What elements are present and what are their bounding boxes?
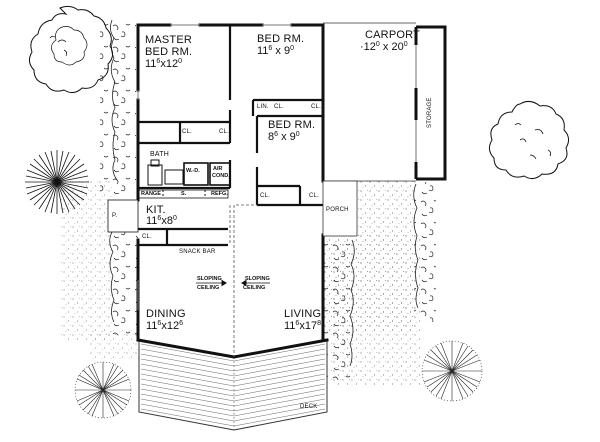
- living-label: LIVING: [284, 308, 322, 320]
- sloping-ceiling-arrows: [196, 279, 270, 287]
- master-bedroom-label-1: MASTER: [145, 34, 193, 46]
- carport-label: CARPORT: [365, 29, 420, 41]
- washer-dryer-label: W.-D.: [186, 168, 200, 174]
- snack-bar-label: SNACK BAR: [179, 249, 216, 255]
- dining-label: DINING: [146, 308, 186, 320]
- porch-block: [322, 180, 358, 237]
- conifer-bottom-left-icon: [74, 361, 132, 419]
- closet-label-master-a: CL.: [182, 129, 192, 135]
- bedroom2-label: BED RM.: [257, 33, 305, 45]
- patio-block: [107, 199, 139, 233]
- carport-dimensions: ·120 x 200: [360, 41, 408, 53]
- refrigerator-label: REFG.: [211, 191, 228, 197]
- bedroom3-label: BED RM.: [268, 119, 316, 131]
- master-bedroom-label-2: BED RM.: [145, 46, 193, 58]
- tree-right-icon: [488, 100, 570, 180]
- range-label: RANGE: [141, 191, 161, 197]
- sloping-ceiling-left-1: SLOPING: [197, 276, 222, 282]
- sloping-ceiling-right-2: CEILING: [243, 285, 266, 291]
- sink-label: S.: [181, 191, 187, 197]
- porch-label: PORCH: [326, 207, 349, 213]
- closet-label-kitchen: CL.: [142, 234, 152, 240]
- bedroom2-dimensions: 116 x 90: [257, 45, 294, 57]
- living-dimensions: 116x178: [284, 320, 321, 332]
- closet-label-bed3-b: CL.: [309, 193, 319, 199]
- linen-closet-label: LIN.: [257, 104, 269, 110]
- master-bedroom-dimensions: 116x120: [145, 58, 182, 70]
- bedroom3-dimensions: 86 x 90: [268, 131, 300, 143]
- storage-room: [414, 25, 447, 181]
- storage-label: STORAGE: [427, 97, 433, 128]
- closet-label-bed2-a: CL.: [274, 104, 284, 110]
- air-cond-label-1: AIR: [213, 166, 223, 172]
- deck: [138, 339, 328, 431]
- closet-label-master-b: CL.: [219, 129, 229, 135]
- dining-dimensions: 116x126: [146, 320, 183, 332]
- closet-label-bed2-b: CL.: [311, 104, 321, 110]
- deck-label: DECK: [300, 404, 318, 410]
- closet-label-bed3-a: CL.: [260, 193, 270, 199]
- windows: [137, 24, 292, 310]
- kitchen-label: KIT.: [146, 204, 166, 216]
- shrub-borders: [100, 19, 436, 380]
- tree-top-left-icon: [28, 5, 114, 94]
- sloping-ceiling-left-2: CEILING: [197, 285, 220, 291]
- sloping-ceiling-right-1: SLOPING: [245, 276, 270, 282]
- air-cond-label-2: COND.: [212, 173, 230, 179]
- kitchen-dimensions: 116x80: [146, 215, 177, 227]
- conifer-left-icon: [25, 150, 89, 214]
- bath-label: BATH: [150, 151, 169, 158]
- conifer-bottom-right-icon: [421, 340, 483, 402]
- bath-fixtures: [137, 159, 231, 199]
- patio-label: P.: [112, 213, 118, 219]
- dashed-lines: [229, 204, 257, 357]
